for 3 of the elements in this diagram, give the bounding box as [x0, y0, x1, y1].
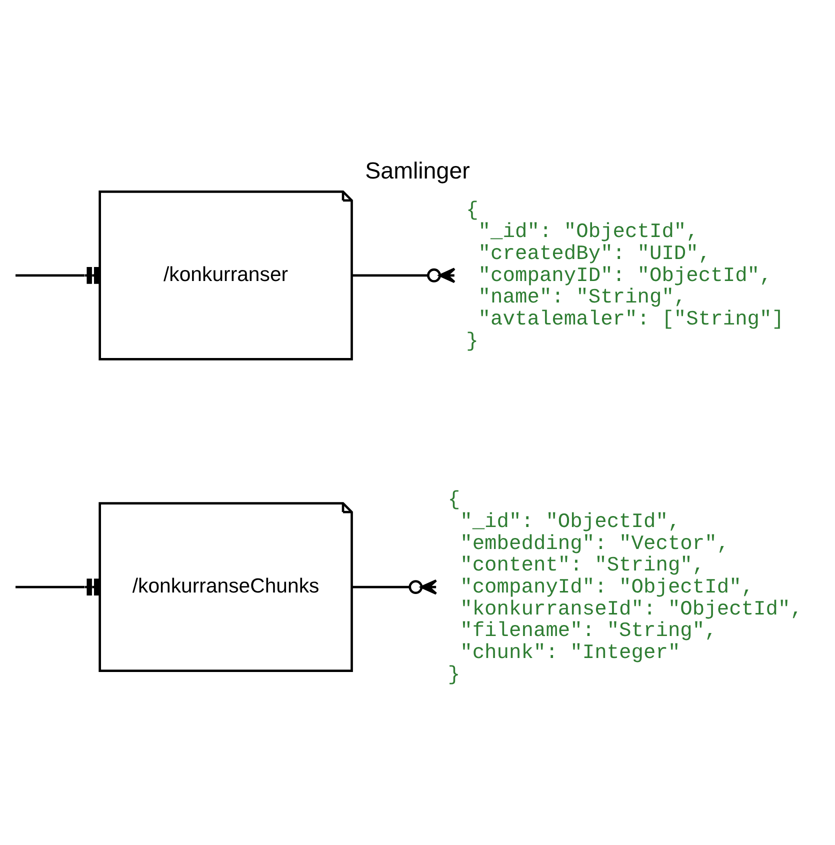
diagram-title: Samlinger — [365, 157, 470, 184]
node-text: { "_id": "ObjectId", "embedding": "Vector", "content": "String", "companyId": "ObjectId", "konkurranseId": "ObjectId", "filename": "String", "chunk": "Integer" } — [448, 489, 802, 687]
node-text: { "_id": "ObjectId", "createdBy": "UID", "companyID": "ObjectId", "name": "String", "avtalemaler": ["String"] } — [466, 199, 784, 354]
